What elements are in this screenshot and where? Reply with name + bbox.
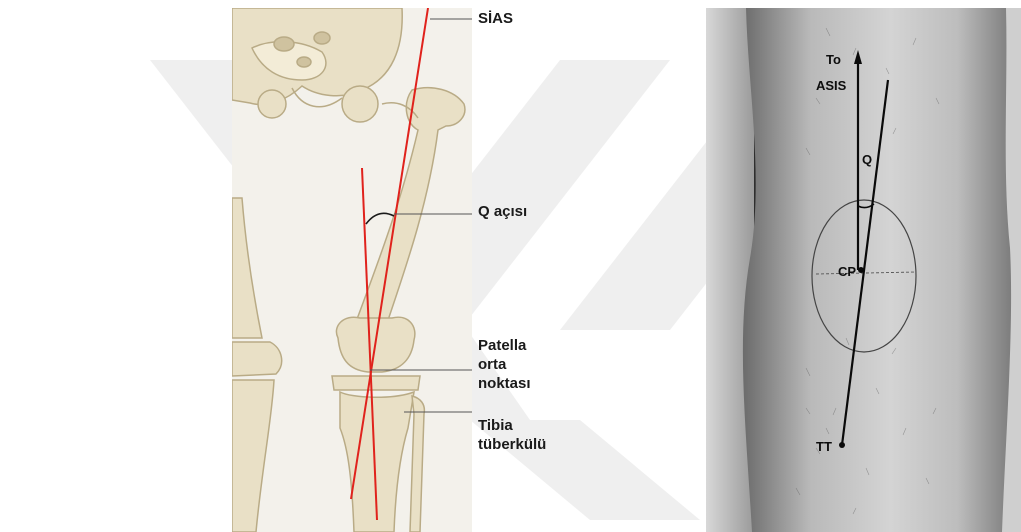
- label-q: Q: [862, 152, 872, 167]
- label-tt: TT: [816, 439, 832, 454]
- q-angle-arc: [366, 213, 394, 224]
- label-patella-line3: noktası: [478, 374, 531, 393]
- label-tibia-line1: Tibia: [478, 416, 513, 435]
- opposite-leg: [232, 198, 282, 532]
- pelvis: [232, 8, 402, 122]
- label-tibia-line2: tüberkülü: [478, 435, 546, 454]
- leg: [743, 8, 1011, 532]
- anatomy-illustration: [232, 8, 472, 532]
- label-to: To: [826, 52, 841, 67]
- tt-point: [839, 442, 845, 448]
- knee-photo: To ASIS Q CP TT: [706, 8, 1021, 532]
- knee-photo-image: [706, 8, 1021, 532]
- cp-point: [858, 267, 864, 273]
- label-q-angle: Q açısı: [478, 202, 527, 221]
- label-sias: SİAS: [478, 9, 513, 28]
- knee-joint: [332, 317, 424, 532]
- label-patella-line2: orta: [478, 355, 506, 374]
- label-asis: ASIS: [816, 78, 846, 93]
- label-cp: CP: [838, 264, 856, 279]
- label-patella-line1: Patella: [478, 336, 526, 355]
- anatomy-figure: [232, 8, 472, 532]
